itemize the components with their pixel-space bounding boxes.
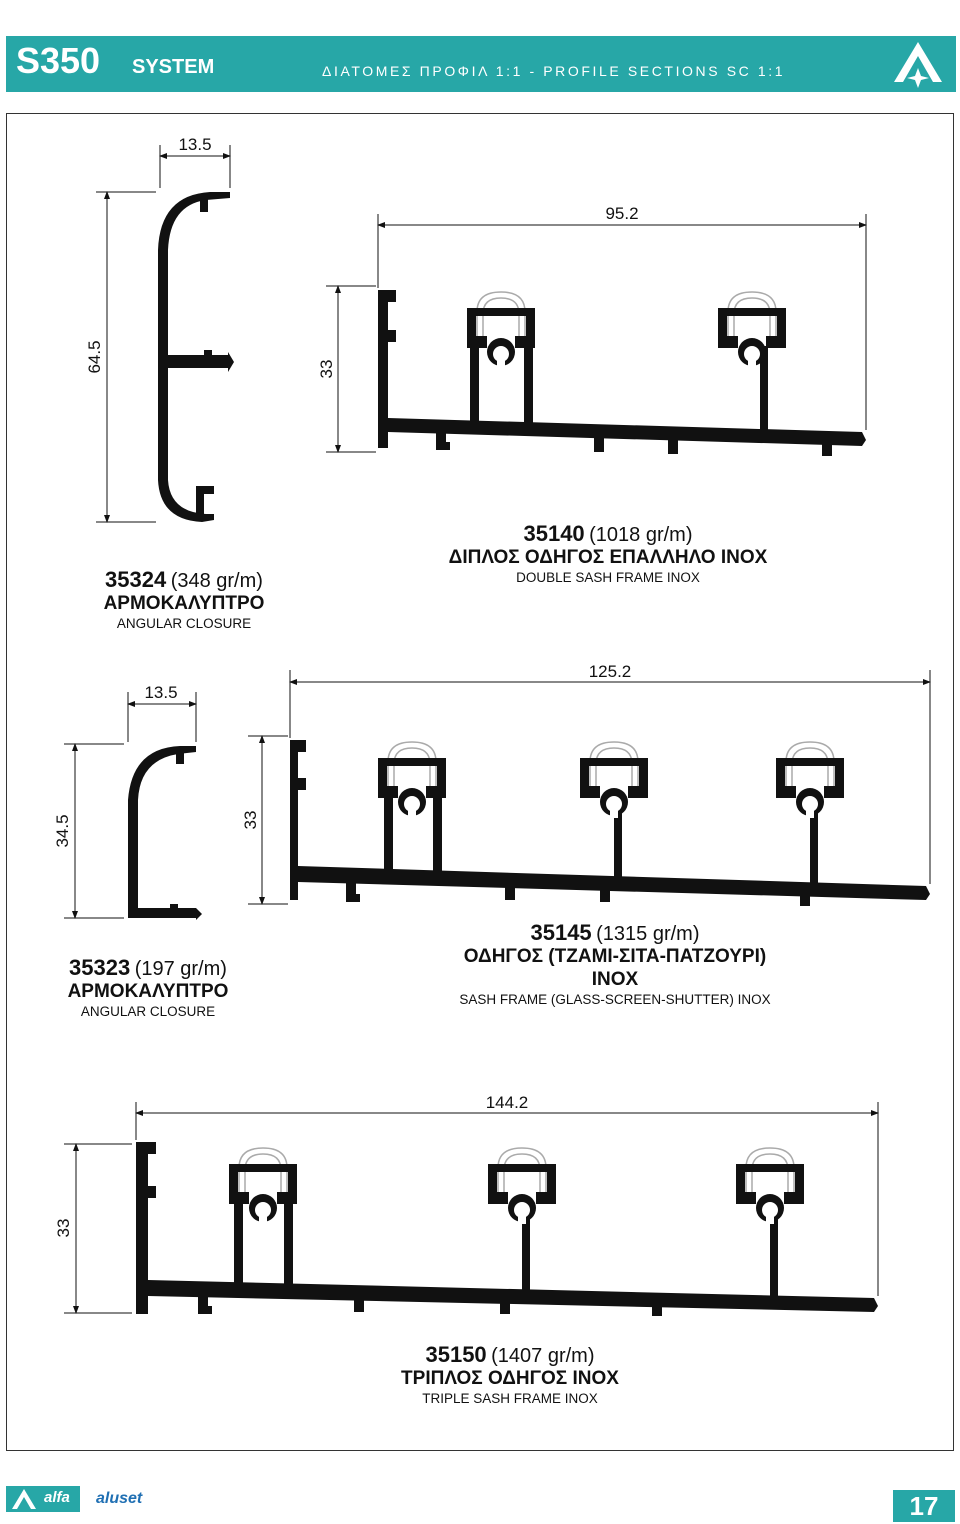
caption-35150: 35150 (1407 gr/m) ΤΡΙΠΛΟΣ ΟΔΗΓΟΣ ΙΝΟΧ TR… — [358, 1342, 662, 1407]
caption-35324-code-line: 35324 (348 gr/m) — [84, 567, 284, 593]
profile-weight: (197 gr/m) — [134, 958, 227, 980]
dim-height-35140: 33 — [317, 360, 336, 379]
dim-height-35323: 34.5 — [53, 814, 72, 847]
alfa-triangle-logo-icon — [894, 42, 942, 88]
footer-logo-text: alfa — [44, 1489, 70, 1506]
profile-name-gr: ΑΡΜΟΚΑΛΥΠΤΡΟ — [67, 981, 229, 1003]
dim-width-35324: 13.5 — [178, 135, 211, 154]
profile-35150-dim-height: 33 — [54, 1143, 132, 1314]
profile-name-en: SASH FRAME (GLASS-SCREEN-SHUTTER) INOX — [459, 991, 771, 1007]
caption-35323: 35323 (197 gr/m) ΑΡΜΟΚΑΛΥΠΤΡΟ ANGULAR CL… — [48, 955, 248, 1020]
caption-35140-code-line: 35140 (1018 gr/m) — [408, 521, 808, 547]
caption-35145: 35145 (1315 gr/m) ΟΔΗΓΟΣ (ΤΖΑΜΙ-ΣΙΤΑ-ΠΑΤ… — [412, 920, 818, 1008]
dim-height-35324: 64.5 — [85, 340, 104, 373]
profile-code: 35324 — [105, 567, 167, 592]
profile-35150-dim-width: 144.2 — [135, 1093, 879, 1296]
profile-35145-dim-width: 125.2 — [289, 662, 931, 884]
page-subtitle: ΔΙΑΤΟΜΕΣ ΠΡΟΦΙΛ 1:1 - PROFILE SECTIONS S… — [322, 63, 786, 79]
profile-weight: (1018 gr/m) — [589, 524, 693, 546]
profile-name-en: ANGULAR CLOSURE — [80, 1004, 216, 1020]
profile-weight: (1407 gr/m) — [491, 1345, 595, 1367]
dim-width-35145: 125.2 — [589, 662, 632, 681]
profile-35323-drawing — [128, 746, 202, 920]
profile-name-gr: ΟΔΗΓΟΣ (ΤΖΑΜΙ-ΣΙΤΑ-ΠΑΤΖΟΥΡΙ) — [463, 946, 767, 968]
series-title: S350 — [16, 40, 101, 81]
profile-code: 35145 — [530, 920, 592, 945]
profile-name-en: ANGULAR CLOSURE — [116, 616, 252, 632]
profile-code: 35140 — [523, 521, 585, 546]
profile-35145-drawing — [290, 740, 930, 906]
profile-name-en: TRIPLE SASH FRAME INOX — [422, 1391, 598, 1407]
dim-height-35150: 33 — [54, 1219, 73, 1238]
caption-35145-code-line: 35145 (1315 gr/m) — [412, 920, 818, 946]
header-band: S350 SYSTEM ΔΙΑΤΟΜΕΣ ΠΡΟΦΙΛ 1:1 - PROFIL… — [6, 36, 956, 92]
profile-35140-dim-height: 33 — [317, 285, 376, 453]
profile-35324-drawing — [158, 192, 234, 522]
system-label: SYSTEM — [132, 56, 215, 78]
dim-height-35145: 33 — [241, 811, 260, 830]
dim-width-35140: 95.2 — [605, 204, 638, 223]
profile-code: 35323 — [69, 955, 131, 980]
dim-width-35150: 144.2 — [486, 1093, 529, 1112]
profile-weight: (1315 gr/m) — [596, 923, 700, 945]
page-number: 17 — [893, 1490, 955, 1522]
profile-35323-dim-width: 13.5 — [127, 683, 197, 742]
profile-name-gr: ΑΡΜΟΚΑΛΥΠΤΡΟ — [103, 593, 265, 615]
profile-35324-dim-width: 13.5 — [159, 135, 231, 188]
profile-35140-dim-width: 95.2 — [377, 204, 867, 430]
alfa-small-logo-icon — [12, 1489, 36, 1509]
profile-35150-drawing — [136, 1142, 878, 1316]
profile-name-gr: ΤΡΙΠΛΟΣ ΟΔΗΓΟΣ ΙΝΟΧ — [401, 1368, 619, 1390]
profile-35145-dim-height: 33 — [241, 735, 288, 905]
profile-code: 35150 — [425, 1342, 487, 1367]
profile-35140-drawing — [378, 290, 866, 456]
profile-name-gr-2: ΙΝΟΧ — [591, 969, 639, 991]
caption-35323-code-line: 35323 (197 gr/m) — [48, 955, 248, 981]
profile-name-en: DOUBLE SASH FRAME INOX — [516, 570, 700, 586]
profile-35323-dim-height: 34.5 — [53, 743, 124, 919]
profile-name-gr: ΔΙΠΛΟΣ ΟΔΗΓΟΣ ΕΠΑΛΛΗΛΟ ΙΝΟΧ — [448, 547, 768, 569]
profile-35324-dim-height: 64.5 — [85, 191, 156, 523]
footer-brand: aluset — [96, 1490, 143, 1507]
caption-35324: 35324 (348 gr/m) ΑΡΜΟΚΑΛΥΠΤΡΟ ANGULAR CL… — [84, 567, 284, 632]
dim-width-35323: 13.5 — [144, 683, 177, 702]
footer-alfa-logo: alfa — [6, 1486, 80, 1512]
drawing-frame — [6, 113, 954, 1451]
caption-35140: 35140 (1018 gr/m) ΔΙΠΛΟΣ ΟΔΗΓΟΣ ΕΠΑΛΛΗΛΟ… — [408, 521, 808, 586]
profile-weight: (348 gr/m) — [170, 570, 263, 592]
caption-35150-code-line: 35150 (1407 gr/m) — [358, 1342, 662, 1368]
